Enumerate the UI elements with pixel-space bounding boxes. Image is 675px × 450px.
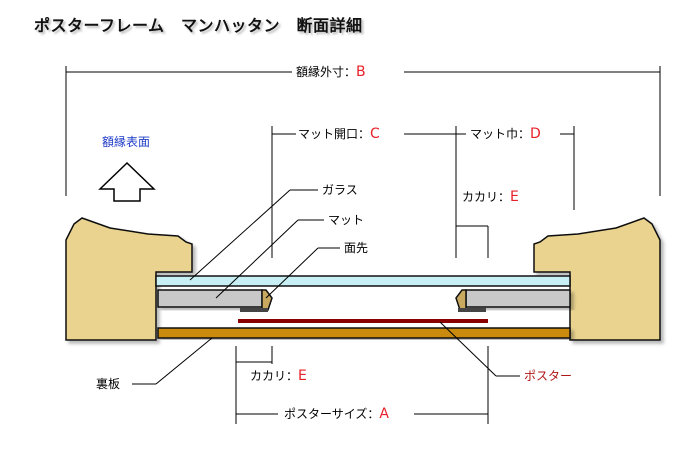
poster-sheet <box>238 319 488 323</box>
mat-back-right <box>458 308 486 312</box>
dimension-kakari-upper <box>456 225 489 258</box>
label-mat-width: マット巾：D <box>470 127 541 141</box>
label-kakari-upper: カカリ：E <box>462 190 519 204</box>
label-frame-outer: 額縁外寸：B <box>296 65 366 79</box>
label-poster-size: ポスターサイズ：A <box>284 407 389 421</box>
frame-left <box>65 217 193 341</box>
label-poster: ポスター <box>524 369 573 383</box>
surface-arrow <box>98 161 156 202</box>
label-kakari-lower: カカリ：E <box>250 369 307 383</box>
label-frame-surface: 額縁表面 <box>102 135 151 149</box>
label-mat-width-code: D <box>530 126 541 142</box>
label-poster-size-text: ポスターサイズ： <box>284 407 380 421</box>
label-frame-outer-code: B <box>356 64 366 80</box>
leader-lines <box>132 189 520 385</box>
backboard-plate <box>157 327 571 339</box>
dimension-kakari-lower <box>235 346 489 424</box>
mat-left <box>157 289 263 308</box>
mat-back-left <box>240 308 268 312</box>
label-frame-outer-text: 額縁外寸： <box>296 65 357 79</box>
dimension-mat <box>271 126 575 258</box>
mat-right <box>465 289 571 308</box>
label-kakari-upper-text: カカリ： <box>462 190 511 204</box>
glass-pane <box>155 275 571 287</box>
label-backboard: 裏板 <box>96 377 121 391</box>
label-mat-opening: マット開口：C <box>298 127 380 141</box>
frame-right <box>533 217 661 341</box>
label-mat-opening-text: マット開口： <box>298 127 371 141</box>
label-mat: マット <box>328 213 365 227</box>
label-mat-width-text: マット巾： <box>470 127 531 141</box>
label-kakari-lower-text: カカリ： <box>250 369 299 383</box>
label-glass: ガラス <box>322 183 358 197</box>
bevel-right <box>455 289 467 311</box>
page-title: ポスターフレーム マンハッタン 断面詳細 <box>34 16 363 35</box>
label-kakari-lower-code: E <box>298 368 307 384</box>
label-kakari-upper-code: E <box>510 189 519 205</box>
dimension-frame-outer <box>65 66 661 196</box>
label-poster-size-code: A <box>379 406 389 422</box>
label-bevel: 面先 <box>344 241 369 255</box>
label-mat-opening-code: C <box>370 126 380 142</box>
